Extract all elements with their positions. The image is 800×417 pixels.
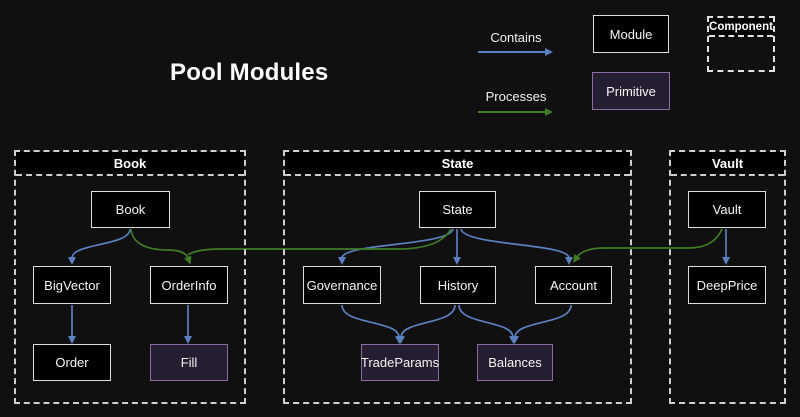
container-state-title: State [285,152,630,176]
node-state: State [419,191,496,228]
node-account: Account [535,266,612,304]
container-book: Book [14,150,246,404]
node-bigvector: BigVector [33,266,111,304]
node-order: Order [33,344,111,381]
legend-processes-label: Processes [485,89,547,104]
node-history: History [420,266,496,304]
node-balances: Balances [477,344,553,381]
legend-component-box: Component [707,16,775,72]
node-deepprice: DeepPrice [688,266,766,304]
legend-component-label: Component [709,18,773,37]
container-vault: Vault [669,150,786,404]
node-vault: Vault [688,191,766,228]
container-book-title: Book [16,152,244,176]
node-governance: Governance [303,266,381,304]
container-vault-title: Vault [671,152,784,176]
legend-module-box: Module [593,15,669,53]
container-state: State [283,150,632,404]
legend-primitive-box: Primitive [592,72,670,110]
node-book: Book [91,191,170,228]
legend-contains-label: Contains [490,30,542,45]
page-title: Pool Modules [170,59,329,86]
node-orderinfo: OrderInfo [150,266,228,304]
node-fill: Fill [150,344,228,381]
node-tradeparams: TradeParams [361,344,439,381]
